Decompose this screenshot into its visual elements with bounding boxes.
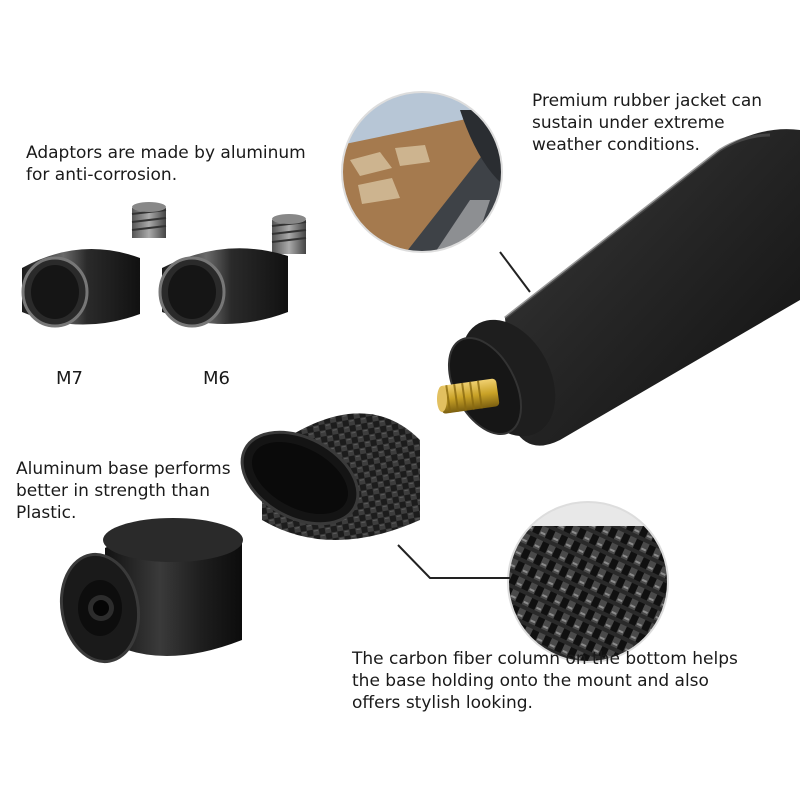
brass-threaded-stud xyxy=(437,378,500,414)
rubber-jacket-caption: Premium rubber jacket can sustain under … xyxy=(532,91,763,155)
m7-label: M7 xyxy=(56,368,83,389)
adaptors-caption: Adaptors are made by aluminum for anti-c… xyxy=(26,143,306,185)
adaptor-m7 xyxy=(21,202,167,328)
m6-label: M6 xyxy=(203,368,230,389)
adaptor-m6 xyxy=(158,214,307,328)
aluminum-base-caption: Aluminum base performs better in strengt… xyxy=(16,459,231,523)
carbon-fiber-column xyxy=(240,413,420,540)
weather-inset-image xyxy=(341,91,503,253)
carbon-weave-inset-image xyxy=(507,501,669,663)
aluminum-base xyxy=(59,518,243,664)
carbon-fiber-caption: The carbon fiber column on the bottom he… xyxy=(352,649,738,713)
callout-lines xyxy=(397,251,531,579)
rubber-jacket-shaft xyxy=(437,129,800,446)
